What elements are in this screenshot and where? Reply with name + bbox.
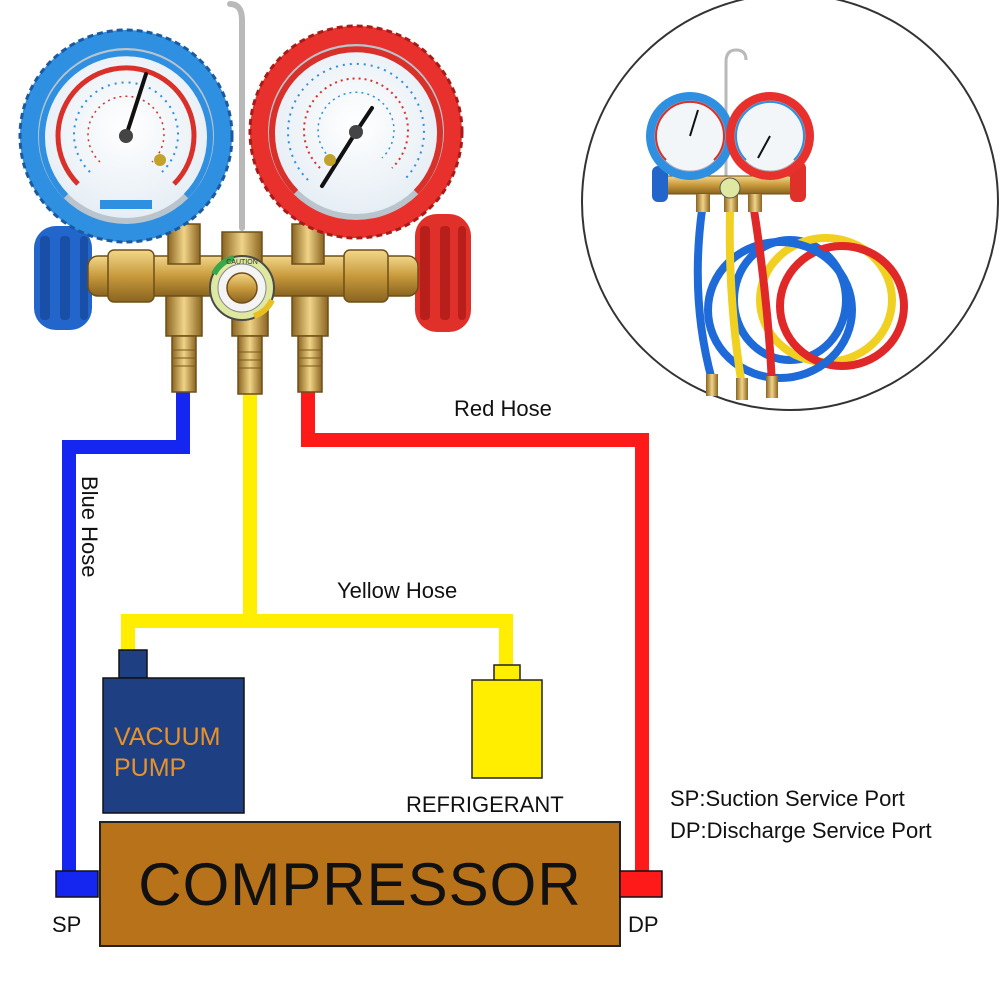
- vacuum-pump-label-line2: PUMP: [114, 754, 187, 782]
- vacuum-pump-label-line1: VACUUM: [114, 723, 221, 751]
- red-hose: [301, 385, 649, 876]
- legend-dp: DP:Discharge Service Port: [670, 818, 932, 843]
- yellow-hose: [121, 388, 513, 668]
- sp-label: SP: [52, 912, 82, 937]
- blue-hose: [62, 385, 190, 876]
- suction-service-port: [55, 870, 99, 898]
- vacuum-pump-label: VACUUM PUMP: [114, 722, 220, 784]
- refrigerant-label: REFRIGERANT: [406, 792, 564, 817]
- high-pressure-gauge-icon: [248, 24, 464, 240]
- red-hose-label: Red Hose: [454, 396, 552, 421]
- hook-icon: [227, 1, 245, 231]
- legend-sp: SP:Suction Service Port: [670, 786, 905, 811]
- blue-hose-label: Blue Hose: [77, 476, 102, 578]
- discharge-service-port: [619, 870, 663, 898]
- vacuum-pump: [102, 649, 245, 814]
- high-side-knob-icon: [415, 214, 471, 332]
- dp-label: DP: [628, 912, 659, 937]
- yellow-hose-label: Yellow Hose: [337, 578, 458, 603]
- refrigerant-tank: [471, 664, 543, 779]
- manifold-gauge-set-photo: [581, 0, 999, 411]
- manifold-gauge-set: CAUTION: [18, 1, 471, 395]
- caution-text: CAUTION: [226, 259, 258, 266]
- low-side-knob-icon: [34, 226, 92, 330]
- low-pressure-gauge-icon: [18, 28, 234, 244]
- sight-glass-icon: CAUTION: [209, 255, 275, 321]
- compressor-label: COMPRESSOR: [138, 850, 582, 918]
- compressor: [99, 821, 621, 947]
